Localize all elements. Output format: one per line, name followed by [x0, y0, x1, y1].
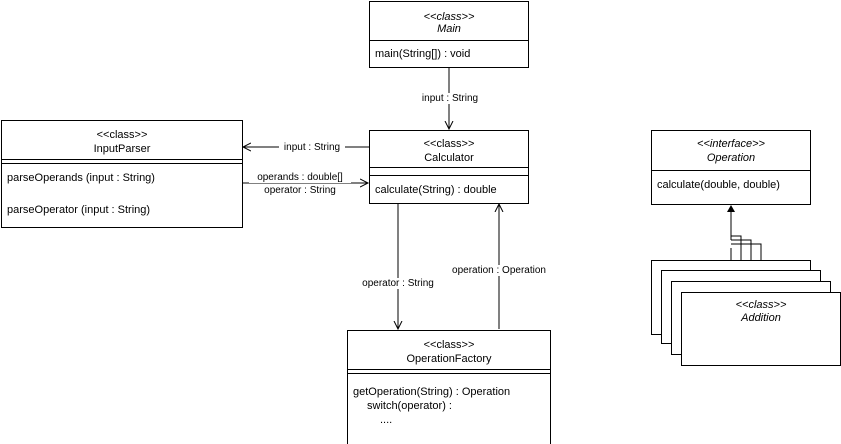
switch-line: switch(operator) :: [367, 400, 452, 412]
input-parser-stereotype: <<class>>: [96, 129, 148, 141]
calculator-class-name: Calculator: [424, 152, 474, 164]
calculator-divider-1: [370, 167, 528, 168]
calculator-stereotype: <<class>>: [423, 138, 475, 150]
operation-method: calculate(double, double): [657, 179, 780, 191]
operation-interface-box[interactable]: <<interface>> Operation calculate(double…: [651, 130, 811, 205]
input-parser-class-name: InputParser: [93, 143, 151, 155]
main-class-box[interactable]: <<class>> Main main(String[]) : void: [369, 1, 529, 68]
edge-label-main-calculator: input : String: [412, 93, 488, 104]
addition-class-box[interactable]: <<class>> Addition: [681, 292, 841, 366]
main-divider: [370, 40, 528, 41]
edge-label-parser-calculator-1: operands : double[]: [249, 172, 351, 183]
main-stereotype: <<class>>: [423, 11, 475, 23]
input-parser-divider-1: [2, 159, 242, 160]
operation-factory-class-name: OperationFactory: [406, 353, 492, 365]
edge-label-calculator-parser: input : String: [279, 142, 345, 153]
operation-factory-stereotype: <<class>>: [423, 339, 475, 351]
calculator-divider-2: [370, 175, 528, 176]
get-operation-method: getOperation(String) : Operation: [353, 386, 511, 398]
parse-operator-method: parseOperator (input : String): [7, 204, 151, 216]
parse-operands-method: parseOperands (input : String): [7, 172, 155, 184]
edge-label-calculator-factory: operator : String: [356, 278, 440, 289]
operation-factory-divider-2: [348, 373, 550, 374]
input-parser-divider-2: [2, 163, 242, 164]
calculator-class-box[interactable]: <<class>> Calculator calculate(String) :…: [369, 130, 529, 204]
ellipsis-line: ....: [380, 414, 393, 426]
addition-class-name: Addition: [741, 312, 781, 324]
operation-stereotype: <<interface>>: [697, 138, 765, 150]
operation-interface-name: Operation: [706, 152, 756, 164]
operation-divider: [652, 170, 810, 171]
calculator-method: calculate(String) : double: [375, 184, 497, 196]
edge-label-parser-calculator-2: operator : String: [256, 185, 344, 196]
main-class-name: Main: [437, 23, 461, 35]
input-parser-class-box[interactable]: <<class>> InputParser parseOperands (inp…: [1, 120, 243, 228]
operation-factory-divider-1: [348, 369, 550, 370]
main-method: main(String[]) : void: [375, 48, 471, 60]
addition-stereotype: <<class>>: [735, 299, 787, 311]
operation-factory-class-box[interactable]: <<class>> OperationFactory getOperation(…: [347, 330, 551, 444]
edge-label-factory-calculator: operation : Operation: [446, 265, 552, 276]
